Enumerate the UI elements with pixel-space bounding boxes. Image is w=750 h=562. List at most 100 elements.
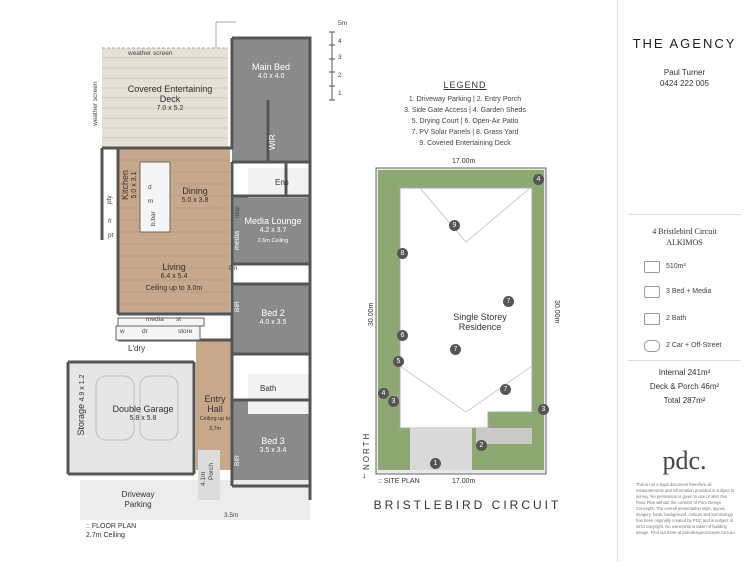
- scale-label: 4: [338, 38, 342, 45]
- walls: [66, 36, 312, 500]
- marker: 3: [388, 390, 399, 408]
- north-label: NORTH: [362, 431, 371, 470]
- room-name: Kitchen: [120, 169, 130, 201]
- room-kitchen: Kitchen 5.0 x 3.1: [120, 155, 140, 215]
- room-name: Entry Hall: [204, 394, 226, 414]
- room-dim: 5.0 x 3.8: [181, 197, 209, 204]
- divider: [628, 214, 741, 215]
- bath-icon: [644, 313, 660, 325]
- residence-line: Single Storey: [453, 312, 507, 322]
- deck-boards: [102, 57, 228, 139]
- driveway-label: Driveway Parking: [121, 490, 155, 509]
- room-dim: 6.4 x 5.4: [160, 273, 188, 280]
- site-residence-label: Single Storey Residence: [440, 312, 520, 332]
- dryer-label: dr: [142, 328, 148, 335]
- media-bench-label: media: [146, 316, 164, 323]
- legend-line: 9. Covered Entertaining Deck: [419, 140, 511, 147]
- legend-line: 7. PV Solar Panels | 8. Grass Yard: [411, 129, 519, 136]
- fridge-label: fr: [108, 218, 112, 225]
- room-dim: 4.0 x 3.5: [259, 319, 287, 326]
- address-line: 4 Bristlebird Circuit: [652, 227, 717, 236]
- brand-logo: THE AGENCY: [632, 36, 737, 51]
- disclaimer: This is not a legal document therefore a…: [636, 482, 735, 535]
- room-bed2: Bed 2 4.0 x 3.5: [240, 308, 306, 328]
- bir-label: BIR: [234, 301, 241, 312]
- main-bed-floor: [232, 38, 310, 162]
- living-dining-floor: [118, 148, 230, 314]
- legend-line: 1. Driveway Parking | 2. Entry Porch: [408, 96, 522, 103]
- garage-floor: [68, 362, 194, 474]
- laundry-floor: [118, 340, 196, 360]
- legend-line: 3. Side Gate Access | 4. Garden Sheds: [404, 107, 526, 114]
- roof-ridge: [419, 187, 531, 243]
- marker: 6: [397, 324, 408, 342]
- listing-sidebar: THE AGENCY Paul Turner 0424 222 005 4 Br…: [617, 0, 750, 562]
- site-plan-drawing: [375, 167, 547, 475]
- bed-icon: [644, 286, 660, 298]
- room-name: Bed 3: [261, 436, 285, 446]
- address-suburb: ALKIMOS: [666, 238, 703, 247]
- residence-line: Residence: [458, 322, 502, 332]
- room-name: Living: [162, 262, 186, 272]
- room-name: Media Lounge: [244, 216, 302, 226]
- marker: 7: [450, 338, 461, 356]
- room-dim: 4.0 x 4.0: [257, 73, 285, 80]
- room-dim: 4.9 x 1.2: [79, 374, 86, 402]
- pt-label: pt: [108, 232, 114, 239]
- bath-label: Bath: [260, 384, 277, 393]
- bed3-floor: [232, 400, 310, 486]
- marker-label: 7: [503, 296, 514, 307]
- site-right-depth: 30.00m: [553, 300, 560, 324]
- feature-car: 2 Car + Off-Street: [666, 342, 722, 349]
- street-name: BRISTLEBIRD CIRCUIT: [373, 498, 562, 512]
- agent-name: Paul Turner: [663, 68, 706, 77]
- room-name: Main Bed: [251, 62, 291, 72]
- room-living: Living 6.4 x 5.4 Ceiling up to 3.0m: [124, 262, 224, 294]
- room-dim: 5.8 x 5.8: [129, 415, 157, 422]
- marker-label: 7: [450, 344, 461, 355]
- scale-label: 1: [338, 90, 342, 97]
- kitchen-island: [139, 161, 171, 233]
- marker: 4: [378, 382, 389, 400]
- floor-plan-caption: :: FLOOR PLAN: [86, 523, 137, 530]
- agent-phone: 0424 222 005: [660, 79, 709, 88]
- wir-label: WIR: [268, 134, 277, 150]
- bath-floor: [248, 374, 310, 414]
- divider: [628, 360, 741, 361]
- residence-footprint: [399, 187, 533, 429]
- washer-label: w: [120, 328, 125, 335]
- land-area-icon: [644, 261, 660, 273]
- room-entry-hall: Entry Hall Ceiling up to 3.7m: [196, 394, 234, 434]
- feature-bath: 2 Bath: [666, 315, 687, 322]
- marker-label: 4: [378, 388, 389, 399]
- floor-plan-ceiling: 2.7m Ceiling: [86, 532, 125, 539]
- floor-boards: [118, 159, 230, 305]
- laundry-bench: [115, 325, 201, 341]
- floor-plan-drawing: [66, 21, 335, 520]
- pantry-label: pty: [106, 195, 113, 204]
- site-plan-caption: :: SITE PLAN: [378, 478, 420, 485]
- site-top-width: 17.00m: [452, 158, 476, 165]
- room-double-garage: Double Garage 5.8 x 5.8: [108, 404, 178, 424]
- scale-label: 3: [338, 54, 342, 61]
- store-small-label: st: [176, 316, 182, 323]
- site-left-depth: 30.00m: [368, 302, 375, 326]
- room-note: Ceiling up to 3.0m: [145, 285, 203, 292]
- butler-bar-label: b.bar: [150, 211, 157, 226]
- marker: 8: [397, 242, 408, 260]
- weather-screen-side-label: weather screen: [92, 81, 99, 126]
- marker-label: 7: [500, 384, 511, 395]
- marker-label: 8: [397, 248, 408, 259]
- area-total: Total 287m²: [663, 396, 706, 405]
- north-arrow-icon: ↓: [362, 470, 367, 480]
- room-dim: 3.5 x 3.4: [259, 447, 287, 454]
- legend-title: LEGEND: [443, 80, 487, 90]
- entry-floor: [196, 340, 232, 470]
- display-label: disp: [234, 206, 241, 218]
- car-outline-left: [95, 375, 135, 441]
- room-note: 2.6m Ceiling: [257, 238, 289, 244]
- room-covered-deck: Covered Entertaining Deck 7.0 x 5.2: [125, 84, 215, 114]
- site-bottom-width: 17.00m: [452, 478, 476, 485]
- marker: 9: [449, 214, 460, 232]
